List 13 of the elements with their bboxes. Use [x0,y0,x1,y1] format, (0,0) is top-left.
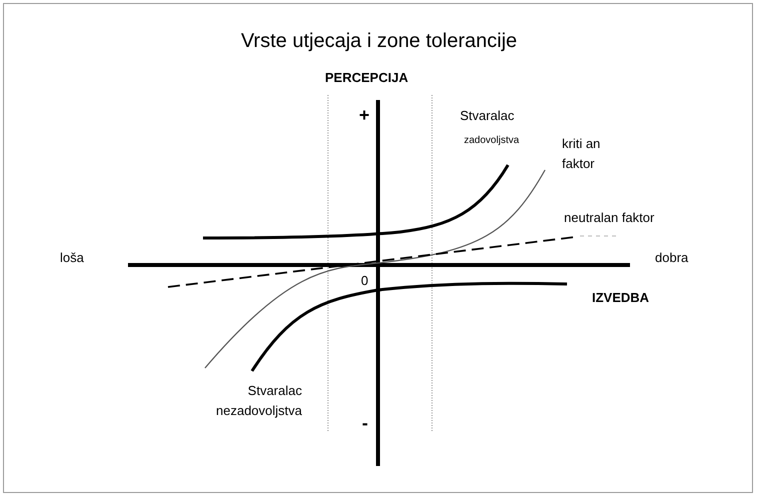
curve-label: kriti an faktor [562,135,602,172]
axis-title: IZVEDBA [592,289,650,307]
axis-end-label: loša [60,249,84,267]
axis-end-label: dobra [655,249,688,267]
plus-sign: + [359,104,370,127]
diagram-title: Vrste utjecaja i zone tolerancije [240,30,518,53]
minus-sign: - [362,412,368,435]
axis-title: PERCEPCIJA [325,69,408,87]
curve-label: zadovoljstva [464,134,520,148]
curve-label: Stvaralac [460,107,514,125]
curve-label: neutralan faktor [564,209,654,227]
curve-label: Stvaralac nezadovoljstva [215,382,302,420]
origin-label: 0 [361,272,368,290]
